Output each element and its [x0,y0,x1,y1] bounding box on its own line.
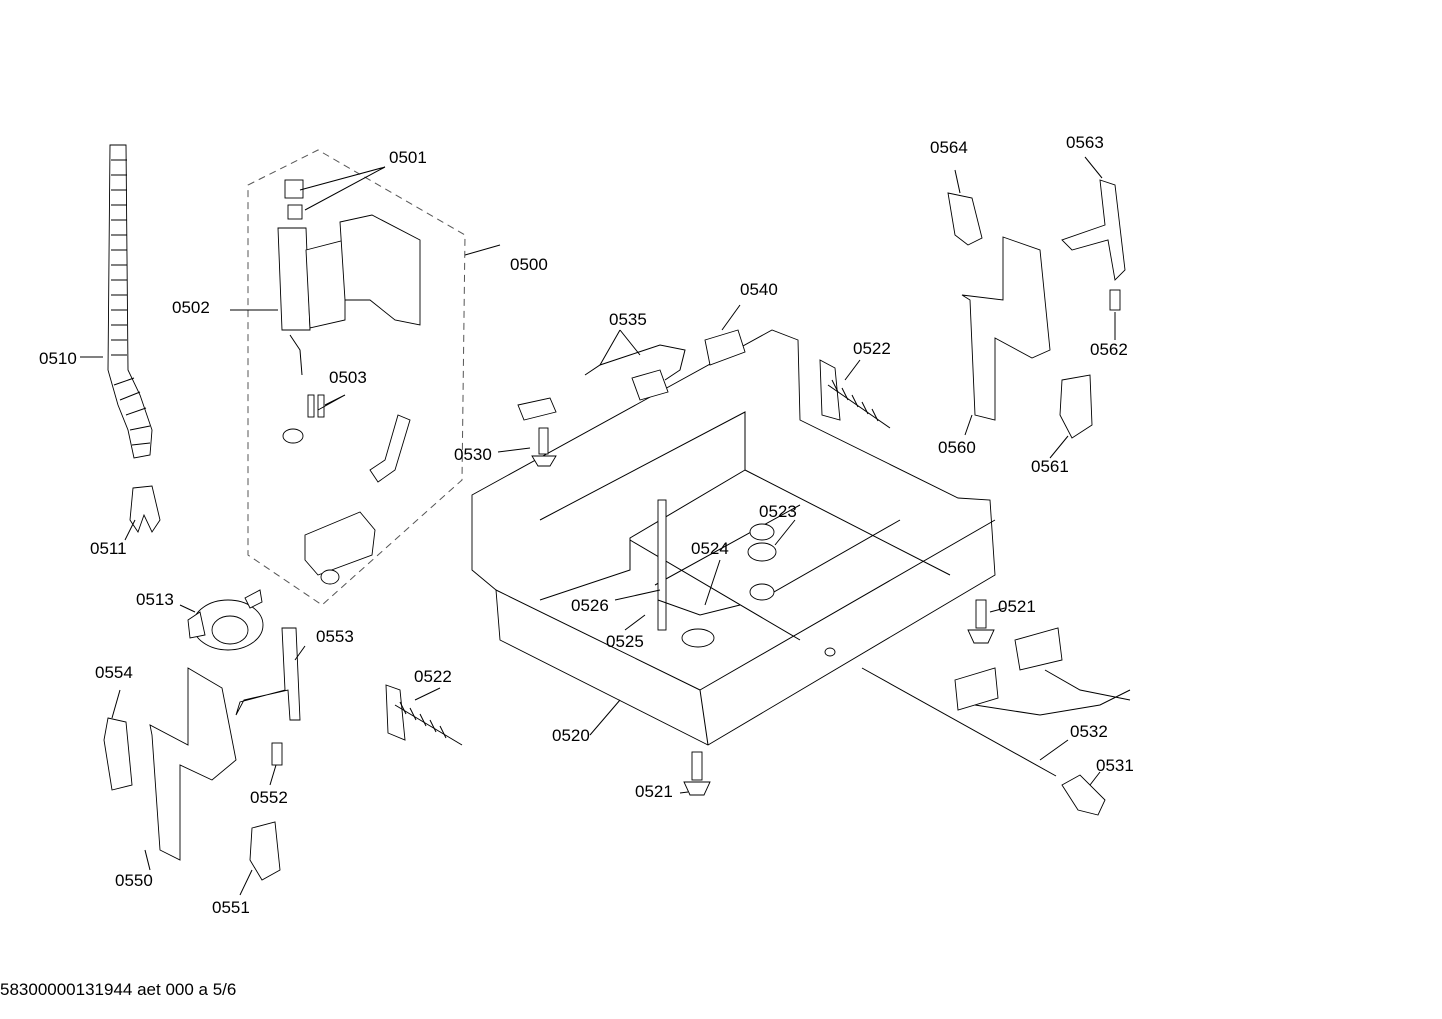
callout-0502: 0502 [172,298,210,317]
callout-0521b: 0521 [998,597,1036,616]
callout-0520: 0520 [552,726,590,745]
callout-0552: 0552 [250,788,288,807]
wiring-harness-part [954,627,1131,716]
clip-0562-part [1109,289,1121,311]
bracket-0560-part [961,236,1051,421]
callout-0553: 0553 [316,627,354,646]
bracket-0563-part [1061,179,1126,281]
drawing-reference-footer: 58300000131944 aet 000 a 5/6 [0,980,237,999]
callout-0521a: 0521 [635,782,673,801]
float-switch-0530-part [517,397,557,421]
assembly-0500-outline [247,149,466,606]
callout-0511: 0511 [90,539,127,558]
callout-0564: 0564 [930,138,968,157]
callout-0540: 0540 [740,280,778,299]
clip-0552-part [271,742,283,766]
cover-0554-part [103,717,133,791]
sensor-0561-part [1059,374,1093,439]
drain-hose-part [107,144,153,459]
callout-0563: 0563 [1066,133,1104,152]
sensor-0551-part [249,821,281,881]
callout-0513: 0513 [136,590,174,609]
callout-0532: 0532 [1070,722,1108,741]
connector-0535-part [631,369,669,401]
screw-0521b-part [967,599,995,644]
cover-0564-part [947,192,983,246]
callout-0522a: 0522 [853,339,891,358]
screw-0521-part [683,751,711,796]
callout-0550: 0550 [115,871,153,890]
callout-0562: 0562 [1090,340,1128,359]
spring-0522-part [819,359,891,429]
callout-0522b: 0522 [414,667,452,686]
cap-0531-part [1061,774,1106,816]
callout-0500: 0500 [510,255,548,274]
inlet-hose-part [369,414,411,483]
cable-0535-part [584,344,686,381]
callout-0561: 0561 [1031,457,1069,476]
callout-0535: 0535 [609,310,647,329]
callout-0531: 0531 [1096,756,1134,775]
spring-0522b-part [385,684,463,746]
callout-0526: 0526 [571,596,609,615]
screw-0530-part [531,427,557,467]
callout-0501: 0501 [389,148,427,167]
valve-seal-part [320,569,340,585]
callout-0524: 0524 [691,539,729,558]
callout-0560: 0560 [938,438,976,457]
callout-0530: 0530 [454,445,492,464]
rod-0532-part [861,667,1057,777]
connector-0540-part [704,329,746,366]
callout-0523: 0523 [759,502,797,521]
callout-0503: 0503 [329,368,367,387]
pump-part [187,589,264,651]
callout-0510: 0510 [39,349,77,368]
valve-bracket-part [304,511,376,576]
callout-0554: 0554 [95,663,133,682]
callout-0525: 0525 [606,632,644,651]
clip-part [129,485,161,533]
valve-assembly-part [277,179,421,444]
base-tub-part [471,329,996,746]
callout-0551: 0551 [212,898,250,917]
leader-lines [80,156,1116,896]
bracket-0553-part [235,627,301,721]
bracket-0550-part [149,667,237,861]
